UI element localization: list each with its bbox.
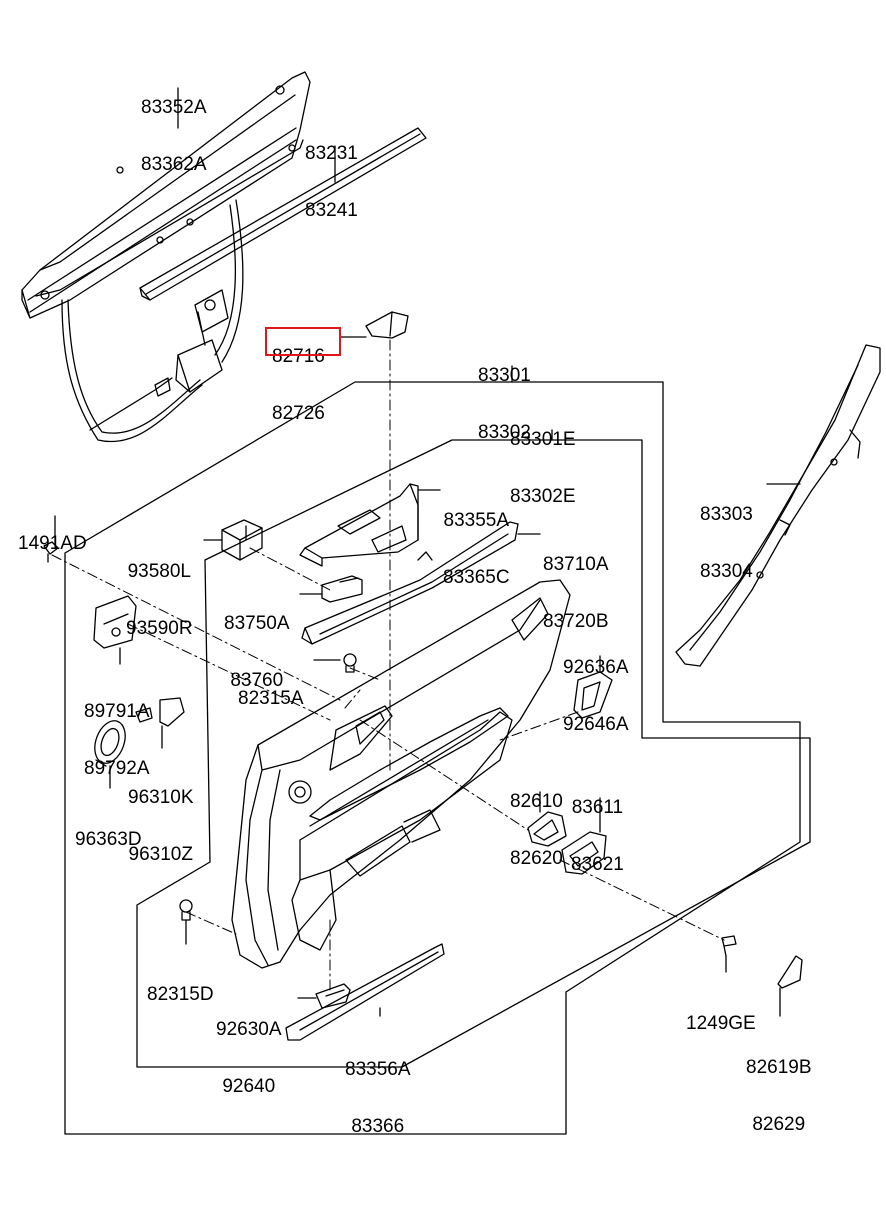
part-number: 83611 (571, 797, 624, 818)
lower-garnish-drawing (285, 943, 445, 1041)
part-number: 83356A (345, 1059, 411, 1080)
handle-bezel-drawing (93, 595, 137, 649)
assembly-outline (64, 381, 811, 1135)
callout-armrest: 83710A 83720B (543, 517, 609, 669)
courtesy-lamp-drawing (315, 983, 351, 1009)
part-number: 83760 (230, 670, 284, 691)
callout-trim-cap: 82716 82726 (272, 309, 325, 461)
part-number: 1491AD (18, 533, 87, 554)
part-number: 83720B (543, 611, 609, 632)
window-regulator-drawing (21, 71, 311, 443)
part-number: 83352A (141, 97, 207, 118)
callout-weatherstrip: 83303 83304 (700, 467, 753, 619)
armrest-drawing (301, 521, 519, 645)
pocket-drawing (321, 575, 363, 603)
part-number: 83355A (443, 510, 510, 531)
switch-bracket-drawing (221, 519, 263, 561)
callout-switch-panel: 83355A 83365C (443, 473, 510, 625)
callout-panel-assy: 83301 83302 (478, 328, 531, 480)
inside-handle-drawing (527, 811, 567, 847)
part-number: 83366 (351, 1116, 405, 1137)
part-number: 82315A (238, 688, 304, 709)
part-number: 96310K (128, 787, 194, 808)
part-number: 93580L (127, 561, 191, 582)
part-number: 83304 (700, 561, 753, 582)
part-number: 83301E (510, 429, 576, 450)
callout-glass-run: 83231 83241 (305, 106, 358, 258)
part-number: 83365C (443, 567, 510, 588)
part-number: 83621 (571, 854, 624, 875)
screw-drawing (721, 935, 737, 957)
part-number: 82726 (272, 403, 325, 424)
part-number: 1249GE (686, 1013, 756, 1034)
speaker-grille-drawing (94, 720, 126, 767)
alignment-lines (51, 339, 725, 991)
part-number: 96310Z (128, 844, 193, 865)
part-number: 83302E (510, 486, 576, 507)
tweeter-drawing (135, 697, 185, 727)
callout-lamp-lens: 92636A 92646A (563, 620, 629, 772)
callout-handle-cover: 83611 83621 (571, 760, 624, 912)
part-number: 89791A (84, 701, 150, 722)
part-number: 83241 (305, 200, 358, 221)
part-number: 82610 (510, 791, 563, 812)
part-number: 96363D (75, 829, 142, 850)
callout-fastener-d: 82315D (147, 947, 214, 1042)
part-number: 83231 (305, 143, 358, 164)
door-trim-panel-drawing (231, 579, 571, 969)
callout-inside-handle: 82610 82620 (510, 754, 563, 906)
callout-handle-bezel: 89791A 89792A (84, 664, 150, 816)
part-number: 83750A (224, 613, 290, 634)
part-number: 83710A (543, 554, 609, 575)
callout-switch-bracket: 93580L 93590R (126, 524, 193, 676)
part-number: 82716 (272, 346, 325, 367)
part-number: 93590R (126, 618, 193, 639)
fastener-d-drawing (179, 899, 193, 921)
part-number: 82629 (752, 1114, 806, 1135)
part-number: 92636A (563, 657, 629, 678)
callout-window-regulator: 83352A 83362A (141, 60, 207, 212)
part-number: 92640 (222, 1076, 276, 1097)
part-number: 82620 (510, 848, 563, 869)
part-number: 92630A (216, 1019, 282, 1040)
callout-courtesy-lamp: 92630A 92640 (216, 982, 282, 1134)
switch-panel-drawing (299, 483, 419, 567)
callout-clip: 1491AD (18, 496, 87, 591)
part-number: 82315D (147, 984, 214, 1005)
part-number: 82619B (746, 1057, 812, 1078)
handle-cover-drawing (561, 831, 607, 875)
callout-screw: 1249GE (686, 976, 756, 1071)
part-number: 83301 (478, 365, 531, 386)
part-number: 92646A (563, 714, 629, 735)
callout-fastener-a: 82315A (238, 651, 304, 746)
clip-drawing (43, 541, 59, 563)
callout-lower-garnish: 83356A 83366 (345, 1022, 411, 1174)
callout-panel-assy-e: 83301E 83302E (510, 392, 576, 544)
part-number: 89792A (84, 758, 150, 779)
callout-pocket: 83750A 83760 (224, 576, 290, 728)
callout-tweeter: 96310K 96310Z (128, 750, 194, 902)
callout-speaker-grille: 96363D (75, 792, 142, 887)
cover-cap-drawing (777, 955, 803, 989)
callout-cover-cap: 82619B 82629 (746, 1020, 812, 1172)
weatherstrip-drawing (675, 344, 881, 667)
trim-cap-drawing (365, 311, 409, 339)
part-number: 83302 (478, 422, 531, 443)
fastener-a-drawing (343, 653, 357, 673)
part-number: 83303 (700, 504, 753, 525)
leader-lines (54, 87, 801, 1017)
glass-run-drawing (139, 127, 427, 301)
part-number: 83362A (141, 154, 207, 175)
